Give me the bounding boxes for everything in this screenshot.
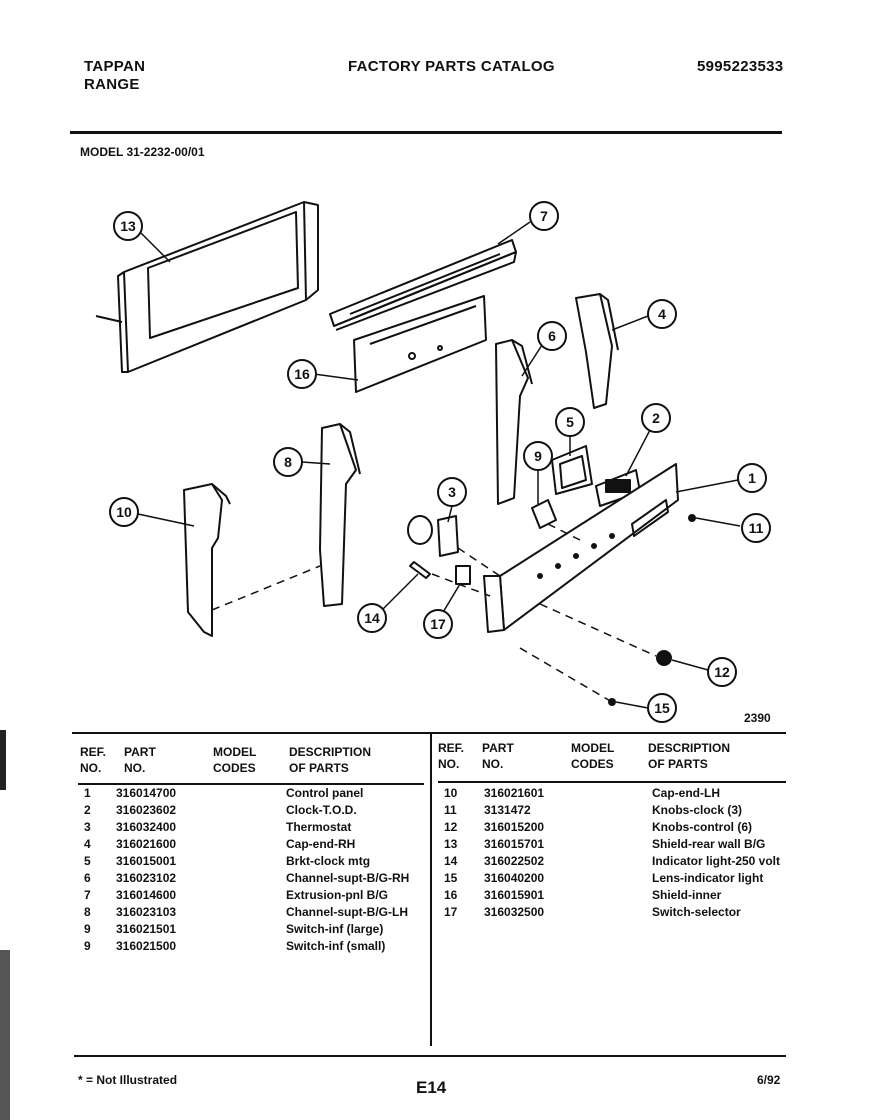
table-header-rule-right	[438, 781, 786, 783]
brand-line-2: RANGE	[84, 76, 140, 93]
scan-edge-artifact	[0, 950, 10, 1120]
part-end-cap-rh	[575, 293, 619, 409]
callout-10: 10	[116, 504, 132, 520]
callout-13: 13	[120, 218, 136, 234]
callout-1: 1	[748, 470, 756, 486]
part-control-panel	[483, 463, 679, 633]
table-header-rule-left	[78, 783, 424, 785]
model-line: MODEL 31-2232-00/01	[80, 145, 205, 159]
catalog-number: 5995223533	[697, 58, 784, 75]
col-header-ref-right: REF.NO.	[438, 741, 465, 771]
table-column-divider	[430, 734, 432, 1046]
header-rule	[70, 131, 782, 134]
page-title: FACTORY PARTS CATALOG	[348, 58, 555, 75]
page-number: E14	[416, 1078, 447, 1097]
part-channel-support-rh	[495, 339, 533, 505]
table-top-rule	[72, 732, 786, 734]
callout-17: 17	[430, 616, 446, 632]
part-control-knob	[656, 650, 672, 666]
brand-line-1: TAPPAN	[84, 58, 146, 75]
part-infinite-switch	[531, 499, 557, 529]
part-inner-shield	[353, 295, 487, 393]
footnote-not-illustrated: * = Not Illustrated	[78, 1073, 178, 1087]
part-extrusion-panel	[329, 239, 517, 331]
part-clock-knob	[688, 514, 696, 522]
part-channel-support-lh	[319, 423, 361, 607]
figure-number: 2390	[744, 711, 771, 725]
part-thermostat	[407, 515, 459, 557]
part-rear-wall-shield	[95, 201, 319, 373]
part-end-cap-lh	[183, 483, 231, 637]
scan-edge-artifact	[0, 730, 6, 790]
callout-2: 2	[652, 410, 660, 426]
callout-9: 9	[534, 448, 542, 464]
callout-16: 16	[294, 366, 310, 382]
callout-12: 12	[714, 664, 730, 680]
part-clock-bracket	[551, 445, 593, 495]
callout-4: 4	[658, 306, 666, 322]
table-bottom-rule	[74, 1055, 786, 1057]
callout-8: 8	[284, 454, 292, 470]
callout-5: 5	[566, 414, 574, 430]
callout-6: 6	[548, 328, 556, 344]
part-clock	[595, 469, 641, 507]
col-header-ref-left: REF.NO.	[80, 745, 107, 775]
callout-14: 14	[364, 610, 380, 626]
exploded-parts-diagram: 13 7 16 6 4 8 10 5 2 9 3 1 11 12 15 14 1…	[95, 201, 771, 725]
callout-15: 15	[654, 700, 670, 716]
callout-11: 11	[749, 520, 764, 536]
part-indicator-light	[409, 561, 431, 579]
revision-date: 6/92	[757, 1073, 781, 1087]
callout-7: 7	[540, 208, 548, 224]
part-selector-switch	[455, 565, 471, 585]
callout-3: 3	[448, 484, 456, 500]
